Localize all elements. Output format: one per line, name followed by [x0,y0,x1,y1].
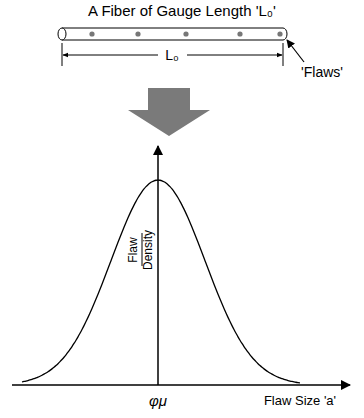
y-axis [157,146,159,385]
flaw-dots [89,31,282,36]
axis-label: Flaw Density [126,225,156,275]
figure-title: A Fiber of Gauge Length 'L₀' [88,2,276,19]
leader-line [287,40,304,62]
flaw-density-curve [22,180,300,383]
axis-label: Flaw Size 'a' [264,394,336,409]
dimension-line [62,43,283,66]
flaw-label: 'Flaws' [301,64,343,80]
dimension-label: L₀ [163,47,181,63]
transition-arrow [128,88,210,136]
fiber [58,28,287,40]
mean-label: φμ [149,392,167,409]
x-axis [12,384,350,386]
